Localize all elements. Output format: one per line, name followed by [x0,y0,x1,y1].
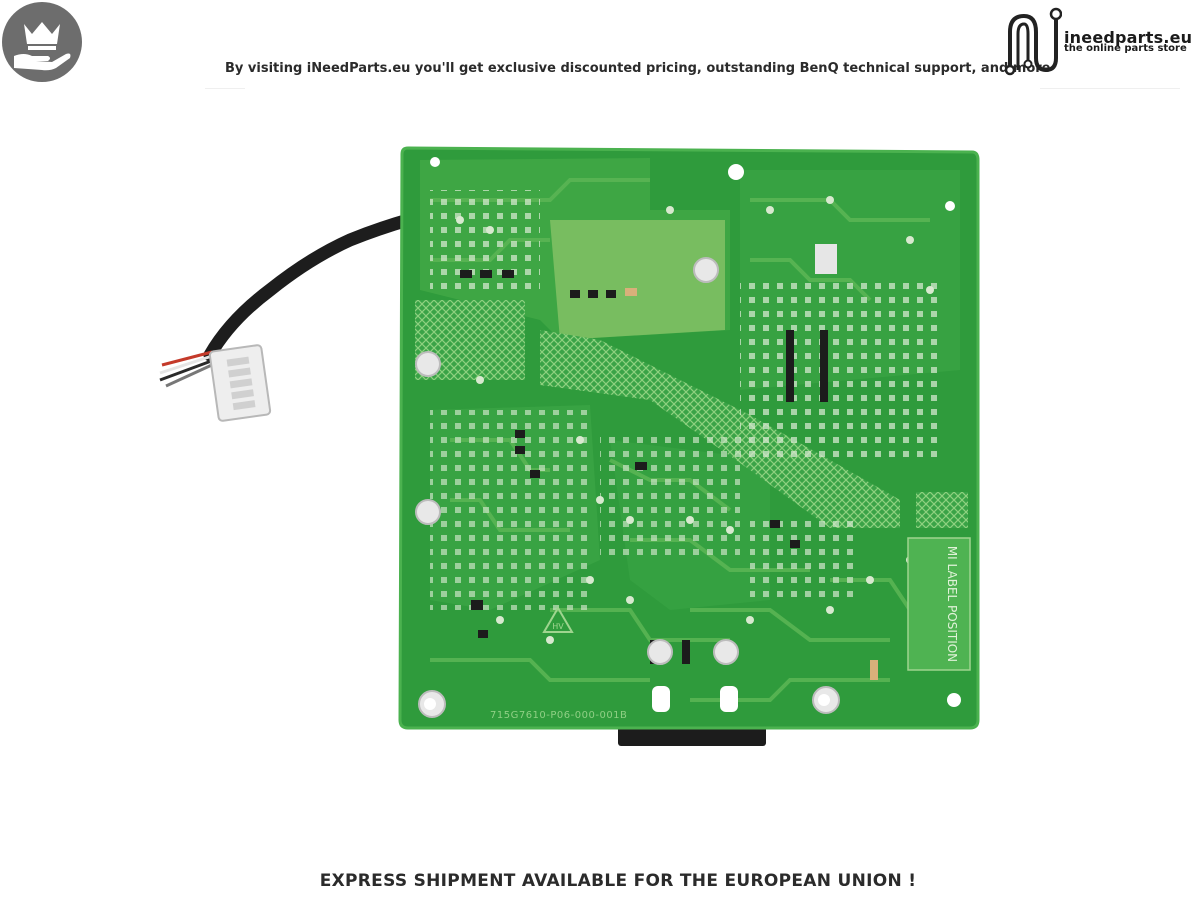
brand-logo[interactable]: ineedparts.eu the online parts store [1002,2,1198,78]
label-position-text: MI LABEL POSITION [945,546,959,662]
product-photo-power-board: HV MI LABEL POSITION 715G7610-P06-000-00… [130,140,990,760]
divider [205,88,245,89]
brand-name: ineedparts.eu [1064,28,1193,47]
pcb-board-illustration: HV MI LABEL POSITION 715G7610-P06-000-00… [159,146,980,746]
shipping-notice: EXPRESS SHIPMENT AVAILABLE FOR THE EUROP… [319,871,917,891]
divider [1040,88,1180,89]
hv-warning-label: HV [552,622,564,631]
ineedparts-logo-icon [1004,7,1063,76]
promo-tagline: By visiting iNeedParts.eu you'll get exc… [225,61,1051,76]
crown-logo-badge [2,2,82,82]
crown-hand-icon [14,22,71,71]
brand-subtitle: the online parts store [1064,43,1187,54]
board-code-silkscreen: 715G7610-P06-000-001B [490,710,627,721]
